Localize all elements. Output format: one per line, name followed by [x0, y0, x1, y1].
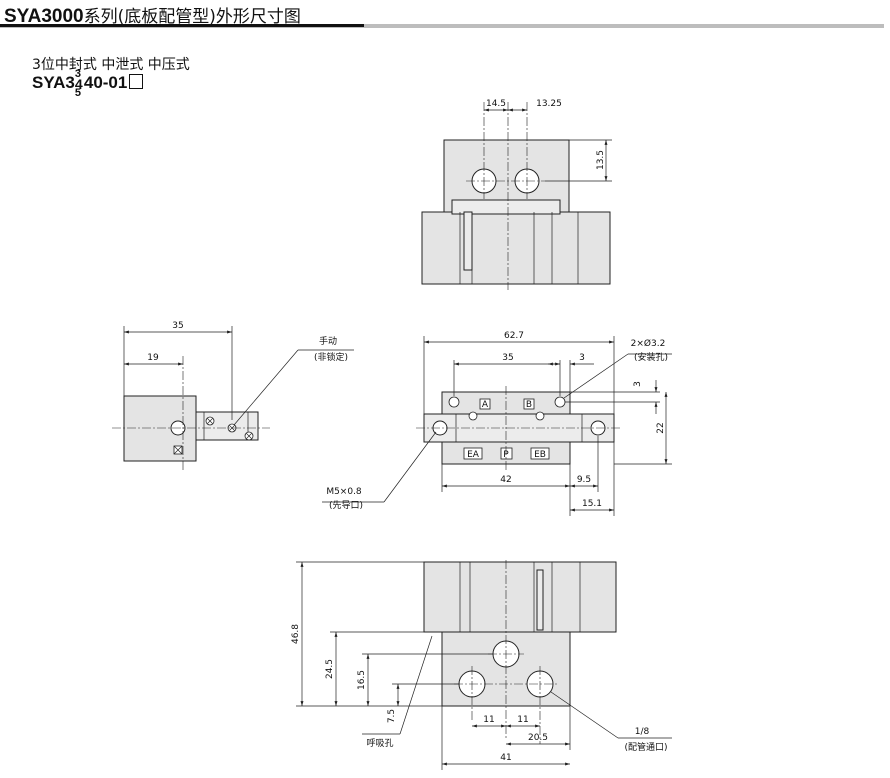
model-prefix: SYA3 [32, 73, 75, 92]
dim-front-9-5: 9.5 [577, 475, 591, 485]
port-label-a: A [482, 400, 489, 410]
dim-front-22: 22 [656, 422, 666, 433]
dim-top-13-25: 13.25 [536, 99, 562, 109]
bottom-view [296, 560, 672, 770]
port-label-a-box [479, 398, 491, 410]
dim-front-42: 42 [500, 475, 511, 485]
dim-top-13-5: 13.5 [596, 150, 606, 170]
dim-side-19: 19 [147, 353, 159, 363]
port-label-eb-box [530, 447, 550, 460]
dim-front-62-7: 62.7 [504, 331, 524, 341]
dim-front-35: 35 [502, 353, 513, 363]
model-digit-mid: 4 [74, 76, 83, 92]
pilot-port-note: (先导口) [329, 499, 363, 511]
mount-holes-label: 2×Ø3.2 [631, 338, 666, 349]
mount-hole-left [448, 396, 460, 408]
manual-label: 手动 [319, 335, 337, 347]
top-view [421, 102, 612, 290]
mount-holes-note: (安装孔) [634, 351, 668, 363]
top-view-lower-body [421, 211, 611, 285]
dim-front-15-1: 15.1 [582, 499, 602, 509]
port-size-label: 1/8 [635, 727, 650, 737]
mount-hole-right [554, 396, 566, 408]
dim-side-35: 35 [172, 321, 183, 331]
model-digit-bottom: 5 [74, 87, 81, 99]
subtitle: 3位中封式 中泄式 中压式 [32, 57, 190, 73]
manual-note: (非锁定) [314, 351, 348, 363]
model-suffix: 40-01 [83, 73, 128, 92]
port-label-ea: EA [467, 450, 480, 460]
page-title: SYA3000系列(底板配管型)外形尺寸图 [4, 2, 301, 28]
side-view [112, 326, 354, 470]
dim-bottom-46-8: 46.8 [291, 624, 301, 644]
pilot-port-label: M5×0.8 [326, 487, 362, 497]
model-digit-top: 3 [74, 68, 81, 80]
dim-front-3: 3 [579, 353, 585, 363]
port-label-ea-box [463, 447, 483, 460]
dim-bottom-11-b: 11 [517, 715, 528, 725]
dim-bottom-11-a: 11 [483, 715, 494, 725]
series-name: SYA3000 [4, 6, 84, 27]
title-text: 系列(底板配管型)外形尺寸图 [83, 7, 301, 27]
exhaust-label: 呼吸孔 [366, 738, 393, 749]
dim-top-14-5: 14.5 [486, 99, 506, 109]
front-view-indicator-b [535, 411, 545, 421]
front-view-indicator-a [468, 411, 478, 421]
port-label-p: P [503, 450, 509, 460]
dim-bottom-7-5: 7.5 [387, 709, 397, 723]
bottom-view-valve-body [423, 561, 617, 633]
dim-bottom-16-5: 16.5 [357, 670, 367, 690]
dim-bottom-20-5: 20.5 [528, 733, 548, 743]
title-underline [0, 24, 364, 27]
port-label-b-box [523, 398, 535, 410]
port-size-note: (配管通口) [624, 741, 667, 753]
port-label-p-box [500, 447, 513, 460]
port-label-eb: EB [534, 450, 546, 460]
front-view [322, 336, 672, 516]
title-bar [0, 24, 884, 28]
dim-front-v3: 3 [633, 381, 643, 387]
top-view-seat [451, 199, 561, 215]
port-label-b: B [526, 400, 532, 410]
dim-bottom-24-5: 24.5 [325, 659, 335, 679]
dim-bottom-41: 41 [500, 753, 511, 763]
option-box [129, 74, 144, 89]
